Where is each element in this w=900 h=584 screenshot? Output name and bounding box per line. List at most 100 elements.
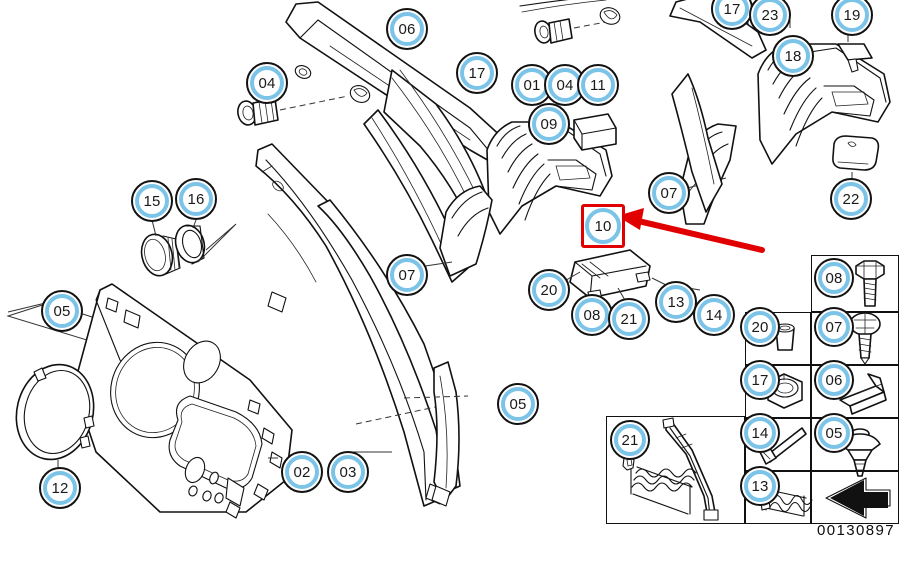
part-10-trim-strip	[569, 249, 651, 303]
callout-21-label: 21	[620, 310, 638, 328]
callout-17-upper-label: 17	[468, 64, 486, 82]
detail-cell-21	[606, 416, 745, 524]
detail-06-metal-clip	[839, 373, 887, 415]
highlight-arrow	[617, 208, 765, 253]
detail-bubble-14-label: 14	[751, 424, 769, 442]
detail-bubble-07-label: 07	[825, 318, 843, 336]
callout-15-label: 15	[143, 192, 161, 210]
callout-02-label: 02	[293, 463, 311, 481]
callout-06[interactable]: 06	[386, 8, 428, 50]
part-16-trim-ring	[174, 224, 206, 265]
part-fastener-top	[599, 7, 621, 25]
part-12-gasket-ring	[15, 363, 95, 461]
callout-23-label: 23	[761, 6, 779, 24]
callout-02[interactable]: 02	[281, 451, 323, 493]
callout-20[interactable]: 20	[528, 269, 570, 311]
callout-19[interactable]: 19	[831, 0, 873, 36]
callout-10-highlighted[interactable]: 10	[581, 204, 625, 248]
callout-18[interactable]: 18	[772, 35, 814, 77]
callout-22[interactable]: 22	[830, 178, 872, 220]
callout-22-label: 22	[842, 190, 860, 208]
callout-15[interactable]: 15	[131, 180, 173, 222]
callout-07-centre-label: 07	[660, 184, 678, 202]
callout-11[interactable]: 11	[577, 64, 619, 106]
detail-cell-arrow-marker	[811, 471, 899, 524]
callout-07-left-label: 07	[398, 266, 416, 284]
callout-17-upper[interactable]: 17	[456, 52, 498, 94]
assembly-line-04	[279, 95, 349, 111]
drawing-number: 00130897	[817, 522, 895, 539]
callout-03-label: 03	[339, 463, 357, 481]
detail-bubble-07[interactable]: 07	[814, 307, 854, 347]
callout-05-left[interactable]: 05	[41, 290, 83, 332]
detail-bubble-17-label: 17	[751, 371, 769, 389]
detail-bubble-08-label: 08	[825, 269, 843, 287]
callout-20-label: 20	[540, 281, 558, 299]
detail-bubble-06[interactable]: 06	[814, 360, 854, 400]
callout-03[interactable]: 03	[327, 451, 369, 493]
part-wedge-right-mid	[671, 73, 723, 213]
detail-bubble-05-label: 05	[825, 424, 843, 442]
callout-09[interactable]: 09	[528, 103, 570, 145]
detail-cell-08	[811, 255, 899, 312]
part-rail-lower-right	[431, 361, 460, 507]
callout-07-left[interactable]: 07	[386, 254, 428, 296]
callout-06-label: 06	[398, 20, 416, 38]
callout-01[interactable]: 01	[511, 64, 553, 106]
detail-cell-06	[811, 365, 899, 418]
callout-12-label: 12	[51, 479, 69, 497]
part-07-wedge-left	[439, 185, 493, 277]
detail-08-hex-bolt	[855, 260, 885, 307]
part-04-plug-left	[237, 98, 279, 126]
lead-03	[355, 405, 441, 425]
part-22-cap	[832, 135, 880, 171]
callout-16-label: 16	[187, 190, 205, 208]
part-04-plug-centre	[534, 18, 573, 44]
callout-05-right-label: 05	[509, 395, 527, 413]
detail-07-pan-screw	[849, 312, 881, 365]
callout-14[interactable]: 14	[693, 294, 735, 336]
callout-16[interactable]: 16	[175, 178, 217, 220]
callout-07-centre[interactable]: 07	[648, 172, 690, 214]
callout-12[interactable]: 12	[39, 467, 81, 509]
callout-04-left-label: 04	[258, 74, 276, 92]
detail-21-contents	[622, 417, 719, 521]
detail-bubble-08[interactable]: 08	[814, 258, 854, 298]
detail-bubble-13[interactable]: 13	[740, 466, 780, 506]
callout-05-right[interactable]: 05	[497, 383, 539, 425]
detail-cell-05	[811, 418, 899, 471]
detail-bubble-06-label: 06	[825, 371, 843, 389]
detail-bubble-13-label: 13	[751, 477, 769, 495]
detail-bubble-14[interactable]: 14	[740, 413, 780, 453]
part-11-cap	[573, 113, 617, 151]
callout-19-label: 19	[843, 6, 861, 24]
part-02-dash-panel	[73, 283, 293, 519]
callout-08-label: 08	[583, 306, 601, 324]
callout-09-label: 09	[540, 115, 558, 133]
detail-20-grommet	[775, 323, 795, 351]
callout-05-left-label: 05	[53, 302, 71, 320]
callout-10-label: 10	[594, 217, 612, 235]
callout-17-right-label: 17	[723, 0, 741, 18]
detail-bubble-21[interactable]: 21	[610, 420, 650, 460]
callout-01-label: 01	[523, 76, 541, 94]
detail-arrow-marker	[825, 477, 891, 519]
callout-13[interactable]: 13	[655, 281, 697, 323]
detail-bubble-20[interactable]: 20	[740, 307, 780, 347]
part-09-arch-liner	[486, 121, 613, 235]
callout-21[interactable]: 21	[608, 298, 650, 340]
part-15-speaker	[140, 233, 181, 277]
callout-04-left[interactable]: 04	[246, 62, 288, 104]
callout-11-label: 11	[590, 76, 606, 94]
detail-bubble-20-label: 20	[751, 318, 769, 336]
callout-18-label: 18	[784, 47, 802, 65]
detail-bubble-17[interactable]: 17	[740, 360, 780, 400]
detail-bubble-21-label: 21	[621, 431, 639, 449]
detail-cell-07	[811, 312, 899, 365]
callout-14-label: 14	[705, 306, 723, 324]
callout-04-centre-label: 04	[556, 76, 574, 94]
callout-23[interactable]: 23	[749, 0, 791, 36]
detail-bubble-05[interactable]: 05	[814, 413, 854, 453]
callout-08[interactable]: 08	[571, 294, 613, 336]
